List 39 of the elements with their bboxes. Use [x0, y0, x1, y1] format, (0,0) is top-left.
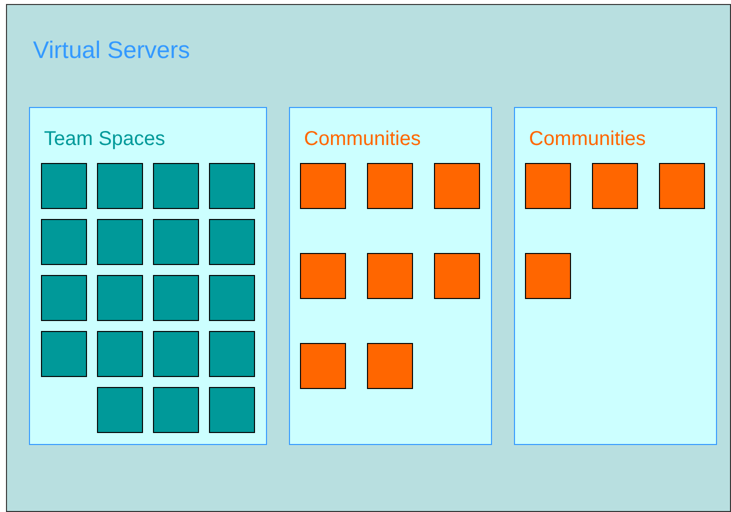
square-tile: [97, 275, 143, 321]
square-tile: [367, 253, 413, 299]
square-tile: [41, 275, 87, 321]
title-text: Virtual Servers: [33, 37, 190, 65]
group-panel: [29, 107, 267, 445]
square-tile: [300, 253, 346, 299]
square-tile: [367, 163, 413, 209]
square-tile: [97, 219, 143, 265]
square-tile: [434, 163, 480, 209]
panel-heading: Communities: [529, 128, 646, 151]
panel-heading: Team Spaces: [44, 128, 166, 151]
square-tile: [153, 219, 199, 265]
square-tile: [97, 387, 143, 433]
background-panel: [6, 4, 731, 512]
square-tile: [209, 219, 255, 265]
square-tile: [97, 331, 143, 377]
square-tile: [525, 253, 571, 299]
square-tile: [41, 331, 87, 377]
square-tile: [41, 163, 87, 209]
square-tile: [209, 163, 255, 209]
square-tile: [41, 219, 87, 265]
square-tile: [592, 163, 638, 209]
square-tile: [97, 163, 143, 209]
square-tile: [153, 387, 199, 433]
square-tile: [367, 343, 413, 389]
square-tile: [659, 163, 705, 209]
square-tile: [434, 253, 480, 299]
square-tile: [209, 275, 255, 321]
square-tile: [525, 163, 571, 209]
square-tile: [300, 163, 346, 209]
panel-heading: Communities: [304, 128, 421, 151]
square-tile: [209, 387, 255, 433]
square-tile: [300, 343, 346, 389]
group-panel: [514, 107, 717, 445]
group-panel: [289, 107, 492, 445]
square-tile: [209, 331, 255, 377]
square-tile: [153, 275, 199, 321]
square-tile: [153, 331, 199, 377]
square-tile: [153, 163, 199, 209]
